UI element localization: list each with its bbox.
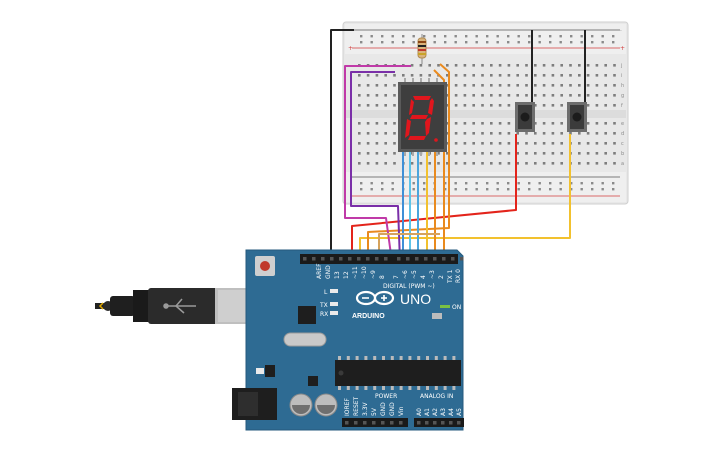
svg-text:~10: ~10: [361, 266, 368, 279]
svg-text:A4: A4: [448, 408, 455, 416]
svg-text:GND: GND: [380, 402, 387, 416]
svg-text:c: c: [621, 141, 624, 147]
wire-magenta: [344, 65, 411, 263]
svg-text:AREF: AREF: [316, 263, 323, 279]
icsp-component: [432, 313, 442, 319]
svg-text:13: 13: [334, 271, 341, 279]
status-leds: L TX RX: [319, 289, 338, 318]
arduino-brand-text: ARDUINO: [352, 313, 385, 320]
display-pins: [404, 78, 438, 156]
analog-header[interactable]: [414, 418, 464, 427]
wire-black-gnd: [330, 29, 354, 262]
svg-text:A1: A1: [424, 408, 431, 416]
arduino-logo: [355, 290, 395, 306]
svg-text:b: b: [621, 151, 624, 157]
svg-text:a: a: [621, 161, 624, 167]
arduino-uno-board[interactable]: AREF GND 13 12 ~11 ~10 ~9 8 7 ~6 ~5 4 ~3…: [232, 249, 464, 431]
svg-text:A0: A0: [416, 408, 423, 416]
atmega-chip: [335, 360, 461, 386]
svg-text:~5: ~5: [411, 270, 418, 279]
svg-text:TX 1: TX 1: [447, 269, 454, 284]
svg-text:g: g: [621, 93, 624, 99]
svg-text:3.3V: 3.3V: [362, 401, 369, 416]
svg-text:A5: A5: [456, 408, 463, 416]
wire-orange-1: [367, 63, 450, 262]
wires[interactable]: [330, 29, 586, 263]
analog-pin-labels: A0 A1 A2 A3 A4 A5: [416, 408, 463, 416]
svg-text:RX 0: RX 0: [455, 269, 462, 283]
display-segments: [405, 96, 438, 142]
usb-cable[interactable]: [95, 288, 262, 324]
wire-orange-2: [433, 69, 445, 262]
svg-text:A3: A3: [440, 408, 447, 416]
svg-text:i: i: [621, 73, 622, 79]
svg-text:+: +: [348, 45, 353, 52]
analog-label: ANALOG IN: [420, 393, 453, 400]
voltage-regulator: [265, 365, 275, 377]
svg-text:-: -: [620, 28, 622, 34]
svg-text:5V: 5V: [371, 407, 378, 416]
svg-text:IOREF: IOREF: [344, 398, 351, 416]
svg-text:4: 4: [420, 275, 427, 279]
svg-text:GND: GND: [389, 402, 396, 416]
svg-text:RESET: RESET: [353, 396, 360, 416]
svg-text:~11: ~11: [352, 266, 359, 279]
on-label: ON: [452, 304, 461, 311]
svg-text:8: 8: [379, 275, 386, 279]
digital-pin-labels: AREF GND 13 12 ~11 ~10 ~9 8 7 ~6 ~5 4 ~3…: [316, 263, 462, 284]
usb-icon: [163, 298, 196, 314]
svg-text:7: 7: [393, 275, 400, 279]
svg-text:e: e: [621, 121, 624, 127]
svg-text:RX: RX: [320, 311, 328, 318]
usb-chip: [298, 306, 316, 324]
svg-text:A2: A2: [432, 408, 439, 416]
svg-text:h: h: [621, 83, 624, 89]
row-labels-bottom: e d c b a: [621, 121, 624, 167]
svg-text:d: d: [621, 131, 624, 137]
svg-text:j: j: [620, 63, 622, 69]
svg-text:~3: ~3: [429, 270, 436, 279]
pushbutton-1[interactable]: [515, 102, 535, 132]
on-led: [440, 305, 450, 308]
svg-text:+: +: [620, 45, 625, 52]
power-pin-labels: IOREF RESET 3.3V 5V GND GND Vin: [344, 396, 405, 416]
pushbutton-2[interactable]: [567, 102, 587, 132]
crystal: [283, 332, 327, 347]
resistor[interactable]: [417, 34, 427, 64]
row-labels-top: j i h g f: [620, 63, 624, 109]
svg-text:Vin: Vin: [398, 406, 405, 416]
digital-label: DIGITAL (PWM ~): [383, 283, 435, 290]
power-label: POWER: [375, 393, 397, 400]
uno-text: UNO: [400, 291, 431, 307]
seven-segment-display[interactable]: 8: [398, 78, 447, 156]
rail-sign-plus: + +: [348, 45, 625, 52]
reset-button-cap[interactable]: [260, 261, 270, 271]
svg-text:2: 2: [438, 275, 445, 279]
svg-text:~9: ~9: [370, 270, 377, 279]
svg-text:f: f: [621, 103, 623, 109]
svg-text:GND: GND: [325, 265, 332, 279]
svg-text:TX: TX: [319, 302, 328, 309]
svg-text:L: L: [324, 289, 328, 296]
svg-text:~6: ~6: [402, 270, 409, 279]
breadboard[interactable]: - - + + j i h g f e d c b a: [342, 21, 629, 205]
wire-purple: [350, 71, 401, 263]
svg-text:12: 12: [343, 271, 350, 279]
